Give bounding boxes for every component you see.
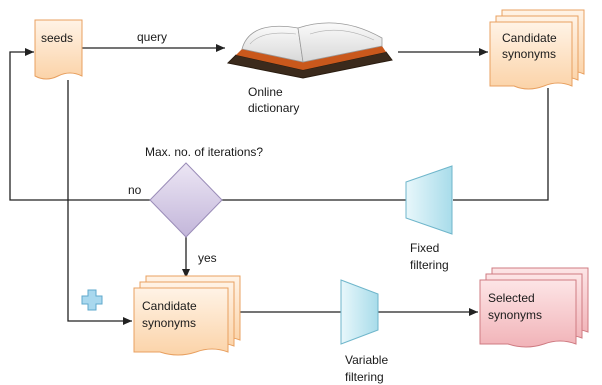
selected-synonyms-document: Selected synonyms [479, 267, 589, 348]
candidate-synonyms-bottom-label-line1: Candidate [142, 299, 197, 313]
online-dictionary-label-line2: dictionary [248, 101, 299, 115]
open-book-icon [226, 22, 393, 79]
edge-seeds-to-candidates [67, 80, 132, 325]
max-iterations-label: Max. no. of iterations? [145, 145, 263, 159]
fixed-filtering-label-line2: filtering [410, 258, 449, 272]
online-dictionary-label-line1: Online [248, 85, 283, 99]
candidate-synonyms-top-document: Candidate synonyms [489, 9, 585, 90]
seeds-label: seeds [41, 31, 73, 45]
variable-filtering-label-line2: filtering [345, 370, 384, 384]
selected-synonyms-label-line1: Selected [488, 291, 535, 305]
variable-filtering-label-line1: Variable [345, 353, 388, 367]
yes-label: yes [198, 251, 217, 265]
edge-no-loop-to-seeds [9, 48, 150, 201]
candidate-synonyms-top-label-line2: synonyms [502, 47, 556, 61]
variable-filter-shape [340, 279, 379, 345]
seeds-document: seeds [34, 19, 83, 80]
fixed-filtering-label-line1: Fixed [410, 241, 439, 255]
selected-synonyms-label-line2: synonyms [488, 308, 542, 322]
plus-icon [81, 289, 103, 311]
edge-candidates-to-fixed-filter [453, 88, 549, 201]
no-label: no [128, 183, 142, 197]
candidate-synonyms-bottom-label-line2: synonyms [142, 316, 196, 330]
query-label: query [137, 30, 167, 44]
candidate-synonyms-top-label-line1: Candidate [502, 31, 557, 45]
fixed-filter-shape [405, 165, 453, 235]
candidate-synonyms-bottom-document: Candidate synonyms [133, 275, 241, 356]
max-iterations-decision [149, 162, 223, 238]
